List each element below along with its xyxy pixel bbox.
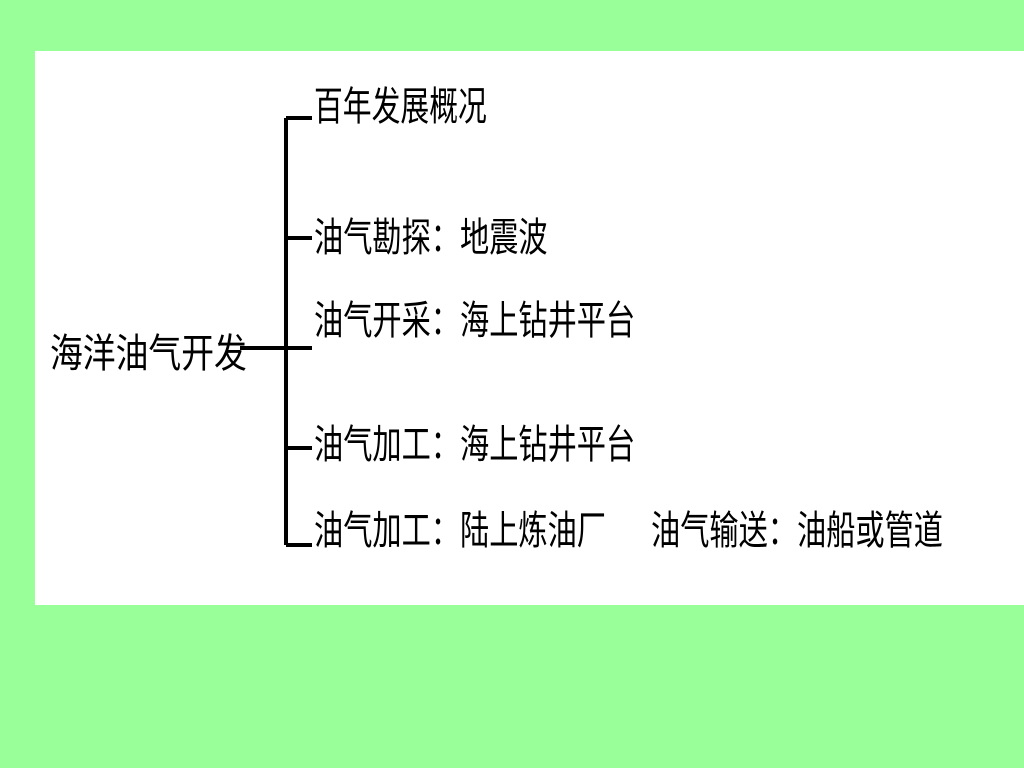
branch-exploration-label: 油气勘探：地震波 [314,215,548,261]
branch-history-label: 百年发展概况 [314,84,487,130]
branch-transport-label: 油气输送：油船或管道 [651,508,943,554]
root-node-label: 海洋油气开发 [50,331,247,377]
diagram-panel [35,51,1024,605]
branch-extraction-label: 油气开采：海上钻井平台 [314,298,636,344]
branch-onshore-processing-label: 油气加工：陆上炼油厂 [314,508,606,554]
branch-offshore-processing-label: 油气加工：海上钻井平台 [314,422,636,468]
